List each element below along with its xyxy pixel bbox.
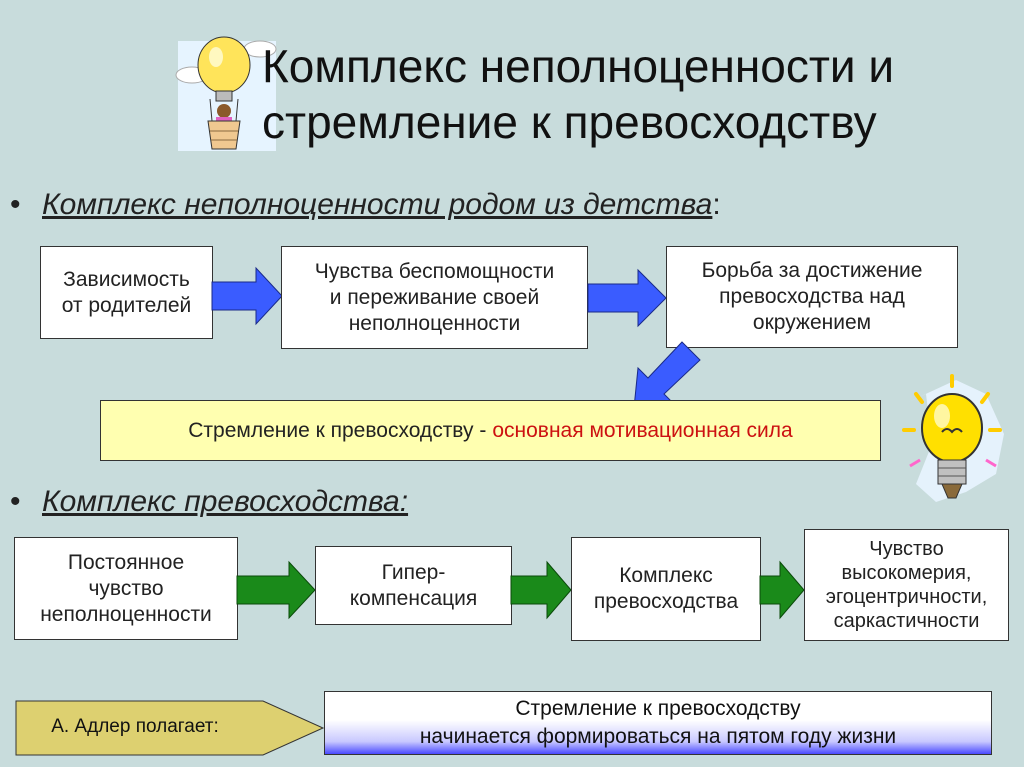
- slide-title: Комплекс неполноценности и стремление к …: [262, 38, 1002, 150]
- adler-label: А. Адлер полагает:: [51, 716, 219, 737]
- highlight-text: Стремление к превосходству -: [188, 418, 487, 442]
- green-arrow-right-1: [236, 560, 316, 620]
- adler-statement: Стремление к превосходству начинается фо…: [324, 691, 992, 755]
- adler-statement-line-2: начинается формироваться на пятом году ж…: [419, 725, 897, 748]
- adler-pointer-shape: [15, 700, 325, 756]
- lightbulb-idea-icon: [902, 374, 1004, 502]
- title-line-1: Комплекс неполноценности и: [262, 40, 895, 92]
- section1-heading: • Комплекс неполноценности родом из детст…: [10, 188, 721, 222]
- hot-air-balloon-lightbulb-icon: [175, 36, 277, 151]
- box-line: Гипер-: [381, 560, 446, 584]
- adler-statement-line-1: Стремление к превосходству: [515, 697, 801, 720]
- section1-heading-colon: :: [712, 188, 721, 221]
- green-arrow-right-3: [759, 560, 805, 620]
- box-line: Чувство: [869, 538, 944, 560]
- box-line: чувство: [88, 576, 164, 600]
- box-permanent-inferiority: Постоянное чувство неполноценности: [14, 537, 238, 640]
- box-line: превосходства: [593, 590, 739, 613]
- section1-heading-text: Комплекс неполноценности родом из детств…: [42, 188, 713, 221]
- box-line: компенсация: [349, 586, 478, 610]
- box-line: Комплекс: [619, 564, 713, 587]
- highlight-emphasis: основная мотивационная сила: [492, 418, 793, 442]
- box-line: Зависимость: [63, 267, 190, 291]
- box-line: неполноценности: [348, 311, 521, 335]
- section2-heading-text: Комплекс превосходства:: [42, 485, 409, 518]
- box-superiority-complex: Комплекс превосходства: [571, 537, 761, 641]
- box-line: Постоянное: [67, 550, 185, 574]
- box-line: саркастичности: [833, 610, 980, 632]
- blue-arrow-right-2: [587, 268, 667, 328]
- motivation-highlight: Стремление к превосходству -основная мот…: [100, 400, 881, 461]
- green-arrow-right-2: [510, 560, 572, 620]
- box-line: неполноценности: [40, 602, 212, 626]
- box-line: и переживание своей: [329, 285, 540, 309]
- box-line: от родителей: [61, 293, 192, 317]
- box-dependency: Зависимость от родителей: [40, 246, 213, 339]
- box-line: Чувства беспомощности: [314, 259, 555, 283]
- box-line: высокомерия,: [841, 562, 972, 584]
- box-line: окружением: [752, 311, 872, 334]
- section2-heading: • Комплекс превосходства:: [10, 485, 408, 519]
- bullet-marker: •: [10, 485, 21, 518]
- box-hypercompensation: Гипер- компенсация: [315, 546, 512, 625]
- box-line: Борьба за достижение: [701, 259, 923, 282]
- blue-arrow-right-1: [211, 266, 283, 326]
- box-struggle: Борьба за достижение превосходства над о…: [666, 246, 958, 348]
- box-line: эгоцентричности,: [825, 586, 988, 608]
- box-arrogance: Чувство высокомерия, эгоцентричности, са…: [804, 529, 1009, 641]
- bullet-marker: •: [10, 188, 21, 221]
- box-line: превосходства над: [719, 285, 905, 308]
- box-helplessness: Чувства беспомощности и переживание свое…: [281, 246, 588, 349]
- title-line-2: стремление к превосходству: [262, 96, 877, 148]
